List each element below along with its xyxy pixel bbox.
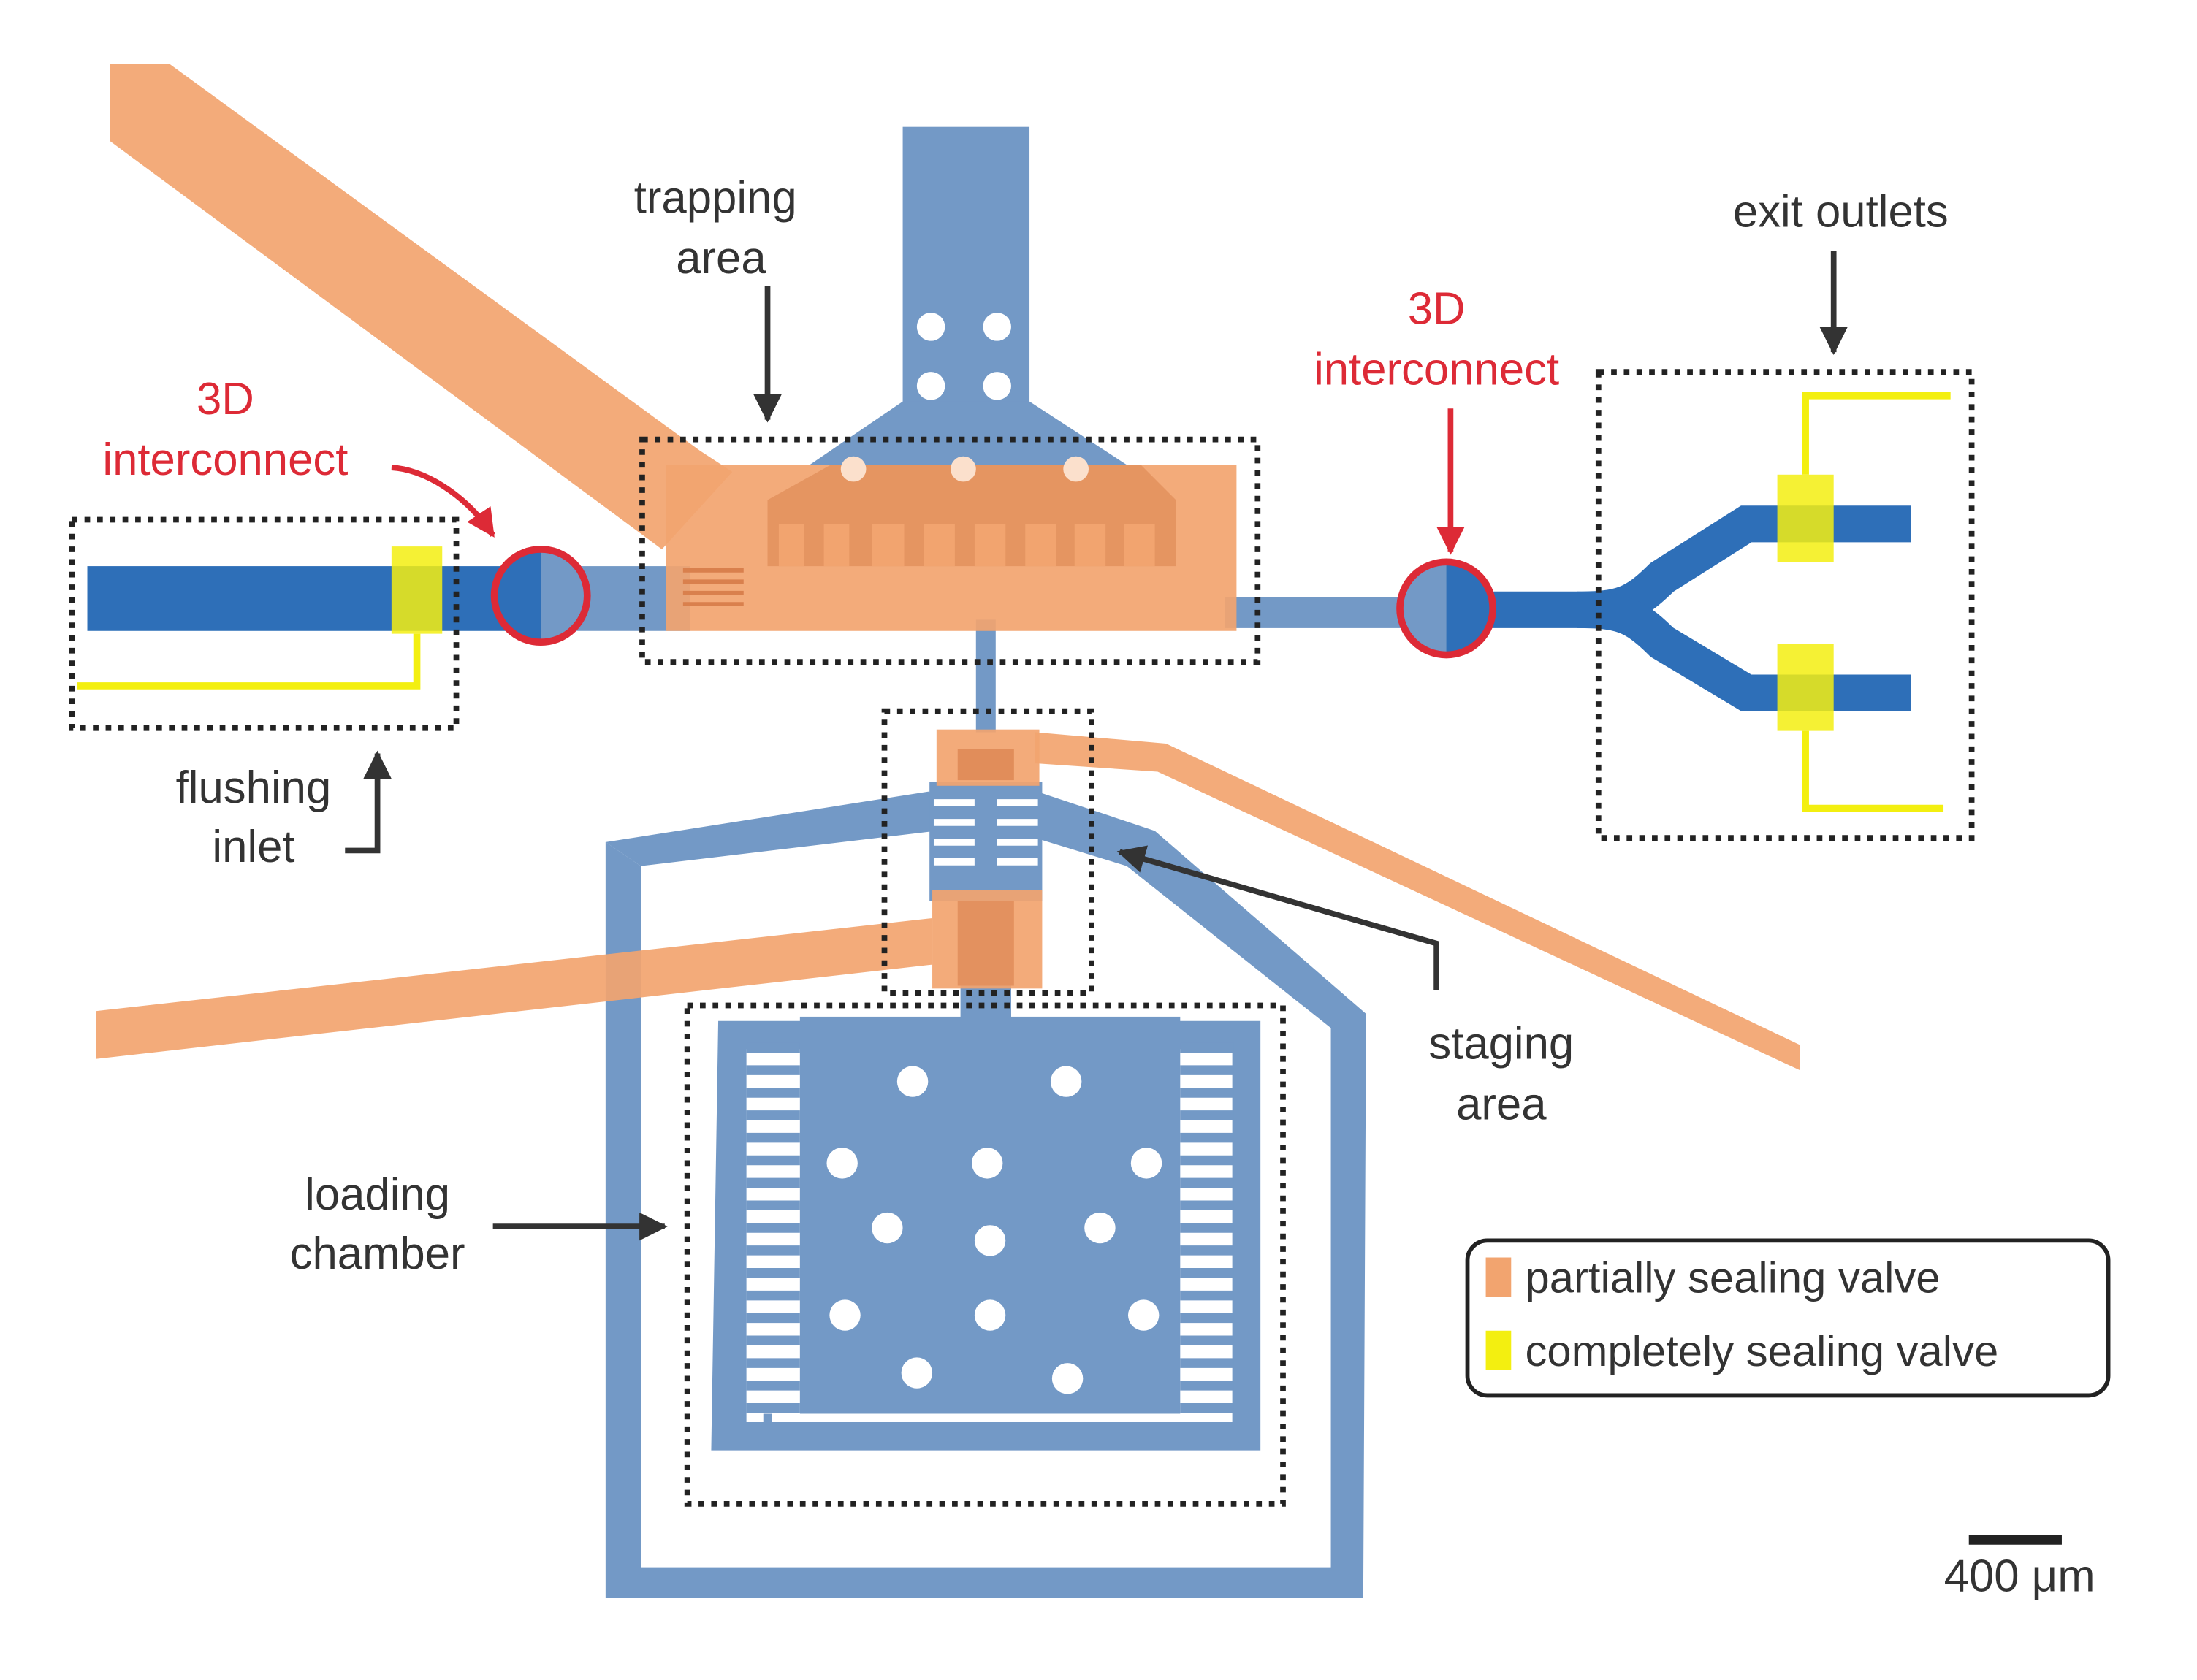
loading-comb-left xyxy=(746,1042,800,1413)
interconnect-left xyxy=(490,546,591,646)
trapping-valve-line xyxy=(110,63,733,549)
region-boxes xyxy=(69,369,1975,1507)
staging-label-line2: area xyxy=(1456,1080,1547,1130)
legend-swatch-complete xyxy=(1485,1330,1512,1370)
interconnect-left-label-line2: interconnect xyxy=(102,435,348,485)
staging-left-arm xyxy=(605,791,937,866)
flushing-valve xyxy=(391,546,443,634)
legend-box xyxy=(1465,1238,2111,1398)
scale-bar-label: 400 μm xyxy=(1944,1551,2095,1601)
exit-valve-bottom-line xyxy=(1802,730,1944,812)
flushing-label-line1: flushing xyxy=(176,763,332,813)
staging-arrow xyxy=(1116,845,1439,990)
legend-label-partial: partially sealing valve xyxy=(1526,1253,1941,1302)
staging-area-box xyxy=(881,708,1094,996)
connector-trap-staging xyxy=(975,619,996,733)
legend-label-complete: completely sealing valve xyxy=(1526,1326,1999,1375)
top-funnel xyxy=(810,401,1127,465)
interconnect-right-label-line1: 3D xyxy=(1408,284,1466,335)
exit-valve-top xyxy=(1777,474,1834,562)
scale-bar-line xyxy=(1968,1535,2062,1545)
loading-comb-right xyxy=(1180,1042,1234,1413)
staging-lower-valve-line xyxy=(96,917,933,1059)
flushing-arrow xyxy=(345,750,392,854)
trapping-label-line1: trapping xyxy=(634,172,797,223)
complete-valves xyxy=(77,392,1951,812)
exit-outlets-box xyxy=(1595,369,1975,841)
trapping-area-box xyxy=(639,436,1261,665)
interconnect-left-arrow xyxy=(391,465,495,538)
trapping-pillars xyxy=(840,456,1089,482)
flushing-label-line2: inlet xyxy=(212,822,294,872)
loading-chamber-box xyxy=(684,1002,1286,1507)
staging-bars xyxy=(933,799,1038,866)
exit-valve-bottom xyxy=(1777,644,1834,731)
staging-lower-valve-inner xyxy=(957,901,1014,986)
loading-label-line2: chamber xyxy=(290,1229,465,1279)
trapping-label-line2: area xyxy=(676,233,766,283)
top-pillars xyxy=(916,313,1011,400)
exit-outlets-label: exit outlets xyxy=(1733,187,1949,237)
trapping-inlet-lines xyxy=(682,568,744,607)
legend-swatch-partial xyxy=(1485,1257,1512,1297)
flushing-valve-line xyxy=(77,633,421,690)
staging-upper-valve-inner xyxy=(957,749,1014,781)
flushing-inlet-box xyxy=(69,516,460,731)
loading-pillars xyxy=(826,1066,1162,1394)
loading-chamber-core xyxy=(799,1016,1181,1414)
legend: partially sealing valve completely seali… xyxy=(1465,1238,2111,1398)
flushing-inlet-channel xyxy=(87,566,510,631)
interconnect-right xyxy=(1396,558,1497,659)
annotation-arrows xyxy=(345,251,1848,1241)
interconnect-left-label-line1: 3D xyxy=(197,374,254,424)
staging-label-line1: staging xyxy=(1428,1019,1574,1069)
exit-outlet-channels xyxy=(1490,505,1911,711)
interconnect-right-label-line2: interconnect xyxy=(1314,344,1559,394)
exit-valve-top-line xyxy=(1802,392,1951,475)
trapping-structure xyxy=(767,465,1176,567)
loading-label-line1: loading xyxy=(305,1169,450,1220)
trapping-chambers xyxy=(778,524,1155,567)
staging-upper-valve-line xyxy=(1035,732,1800,1071)
scale-bar: 400 μm xyxy=(1944,1535,2095,1601)
